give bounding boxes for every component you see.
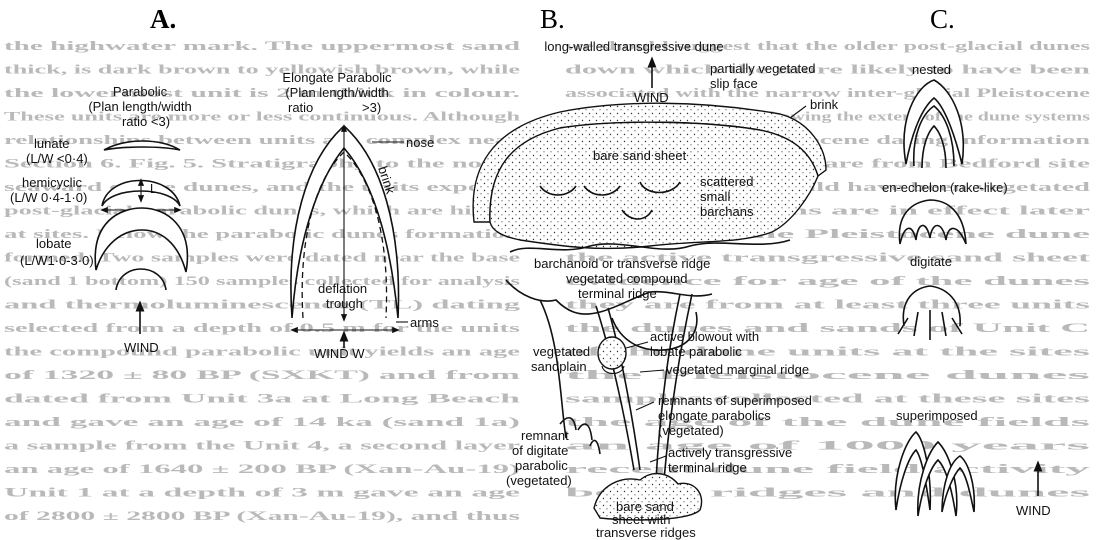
veg-sandplain-label-1: vegetated	[533, 344, 590, 359]
en-echelon-label: en-echelon (rake-like)	[882, 180, 1008, 195]
panel-label-c: C.	[930, 4, 955, 34]
background-page-text: the highwater mark. The uppermost sand th…	[4, 38, 522, 523]
elongate-ratio-word: ratio	[288, 100, 313, 115]
background-text-line: of 2800 ± 2800 BP (Xan-Au-19), and thus	[4, 508, 520, 523]
remnants-label-2: elongate parabolics	[658, 408, 771, 423]
active-blowout-label-2: lobate parabolic	[650, 344, 742, 359]
wind-label-c: WIND	[1016, 503, 1051, 518]
actively-label-2: terminal ridge	[668, 460, 747, 475]
scattered-label-1: scattered	[700, 174, 753, 189]
deflation-label-1: deflation	[318, 281, 367, 296]
remnants-label-1: remnants of superimposed	[658, 393, 812, 408]
nose-label: nose	[406, 135, 434, 150]
background-text-line: a sample from the Unit 4, a second layer	[4, 438, 521, 453]
background-text-line: the Pleistocene dunes	[565, 367, 1090, 382]
elongate-ratio-line-2: >3)	[362, 100, 381, 115]
partially-label-2: slip face	[710, 76, 758, 91]
remnant-digitate-label-1: remnant	[521, 428, 569, 443]
superimposed-label: superimposed	[896, 408, 978, 423]
background-text-line: and thermoluminescence (TL) dating	[4, 297, 521, 312]
lobate-label: lobate	[36, 236, 71, 251]
actively-label-1: actively transgressive	[668, 445, 792, 460]
partially-label-1: partially vegetated	[710, 61, 816, 76]
background-text-line: an age of 1640 ± 200 BP (Xan-Au-19)	[4, 461, 520, 476]
barchanoid-label: barchanoid or transverse ridge	[534, 256, 710, 271]
background-text-line: the highwater mark. The uppermost sand	[4, 38, 522, 53]
background-text-line: of 1320 ± 80 BP (SXKT) and from	[4, 367, 520, 382]
scattered-label-2: small	[700, 189, 730, 204]
background-text-line: thick, is dark brown to yellowish brown,…	[4, 62, 520, 77]
background-text-line: down which the more likely to have been	[565, 62, 1092, 77]
active-blowout	[598, 337, 626, 369]
hemicyclic-ratio: (L/W 0·4-1·0)	[10, 190, 87, 205]
background-text-line: dated from Unit 3a at Long Beach	[4, 391, 522, 406]
wind-label-a-left: WIND	[124, 340, 159, 355]
veg-compound-label-1: vegetated compound	[566, 271, 687, 286]
l-mark: L	[150, 182, 157, 196]
parabolic-ratio-line-2: ratio <3)	[122, 114, 170, 129]
long-walled-label: long-walled transgressive dune	[544, 39, 723, 54]
elongate-ratio-line-1: (Plan length/width	[285, 85, 388, 100]
bare-sand-sheet-area	[490, 122, 818, 248]
background-text-line: the dunes and sands of Unit C	[565, 320, 1090, 335]
parabolic-ratio-line-1: (Plan length/width	[88, 99, 191, 114]
background-text-line: These units are more or less continuous.…	[4, 109, 521, 124]
panel-label-a: A.	[150, 4, 176, 34]
nested-label: nested	[912, 62, 951, 77]
scattered-label-3: barchans	[700, 204, 754, 219]
bare-sand-sheet-label: bare sand sheet	[593, 148, 687, 163]
background-text-line: an age of 1000 years	[565, 438, 1090, 453]
veg-compound-label-2: terminal ridge	[578, 286, 657, 301]
background-text-line: relationships between units are complex …	[4, 132, 520, 147]
background-text-line: of the dune units at the sites	[565, 344, 1090, 359]
background-text-line: recent dune field activity	[565, 461, 1092, 476]
background-text-line: selected from a depth of 0.5 m for the u…	[4, 320, 520, 335]
brink-label-b: brink	[810, 97, 839, 112]
digitate-label: digitate	[910, 254, 952, 269]
background-text-line: the lowermost unit is 2 m thick in colou…	[4, 85, 520, 100]
veg-marginal-label: vegetated marginal ridge	[666, 362, 809, 377]
wind-label-a-right: WIND W	[314, 346, 365, 361]
lobate-ratio: (L/W1·0-3·0)	[20, 253, 94, 268]
remnant-digitate-label-4: (vegetated)	[506, 473, 572, 488]
panel-label-b: B.	[540, 4, 565, 34]
background-text-line: the compound parabolic unit yields an ag…	[4, 344, 520, 359]
background-text-line: the age of the dune fields	[565, 414, 1090, 429]
remnant-digitate-label-3: parabolic	[515, 458, 568, 473]
lunate-label: lunate	[34, 136, 69, 151]
active-blowout-label-1: active blowout with	[650, 329, 759, 344]
remnant-digitate-label-2: of digitate	[512, 443, 568, 458]
elongate-title: Elongate Parabolic	[282, 70, 392, 85]
hemicyclic-label: hemicyclic	[22, 175, 82, 190]
background-text-line: at sites. Below the parabolic dunes form…	[4, 226, 522, 241]
background-text-line: and gave an age of 14 ka (sand 1a)	[4, 414, 520, 429]
lunate-ratio: (L/W <0·4)	[26, 151, 88, 166]
remnants-label-3: (vegetated)	[658, 423, 724, 438]
background-text-line: Unit 1 at a depth of 3 m gave an age	[4, 485, 521, 500]
background-text-line: samples collected at these sites	[565, 391, 1090, 406]
background-text-line: (sand 1 bottom) 150 samples collected fo…	[4, 273, 520, 288]
parabolic-title: Parabolic	[113, 84, 168, 99]
arms-label: arms	[410, 315, 439, 330]
deflation-label-2: trough	[326, 296, 363, 311]
bare-ridges-label-3: transverse ridges	[596, 525, 696, 540]
